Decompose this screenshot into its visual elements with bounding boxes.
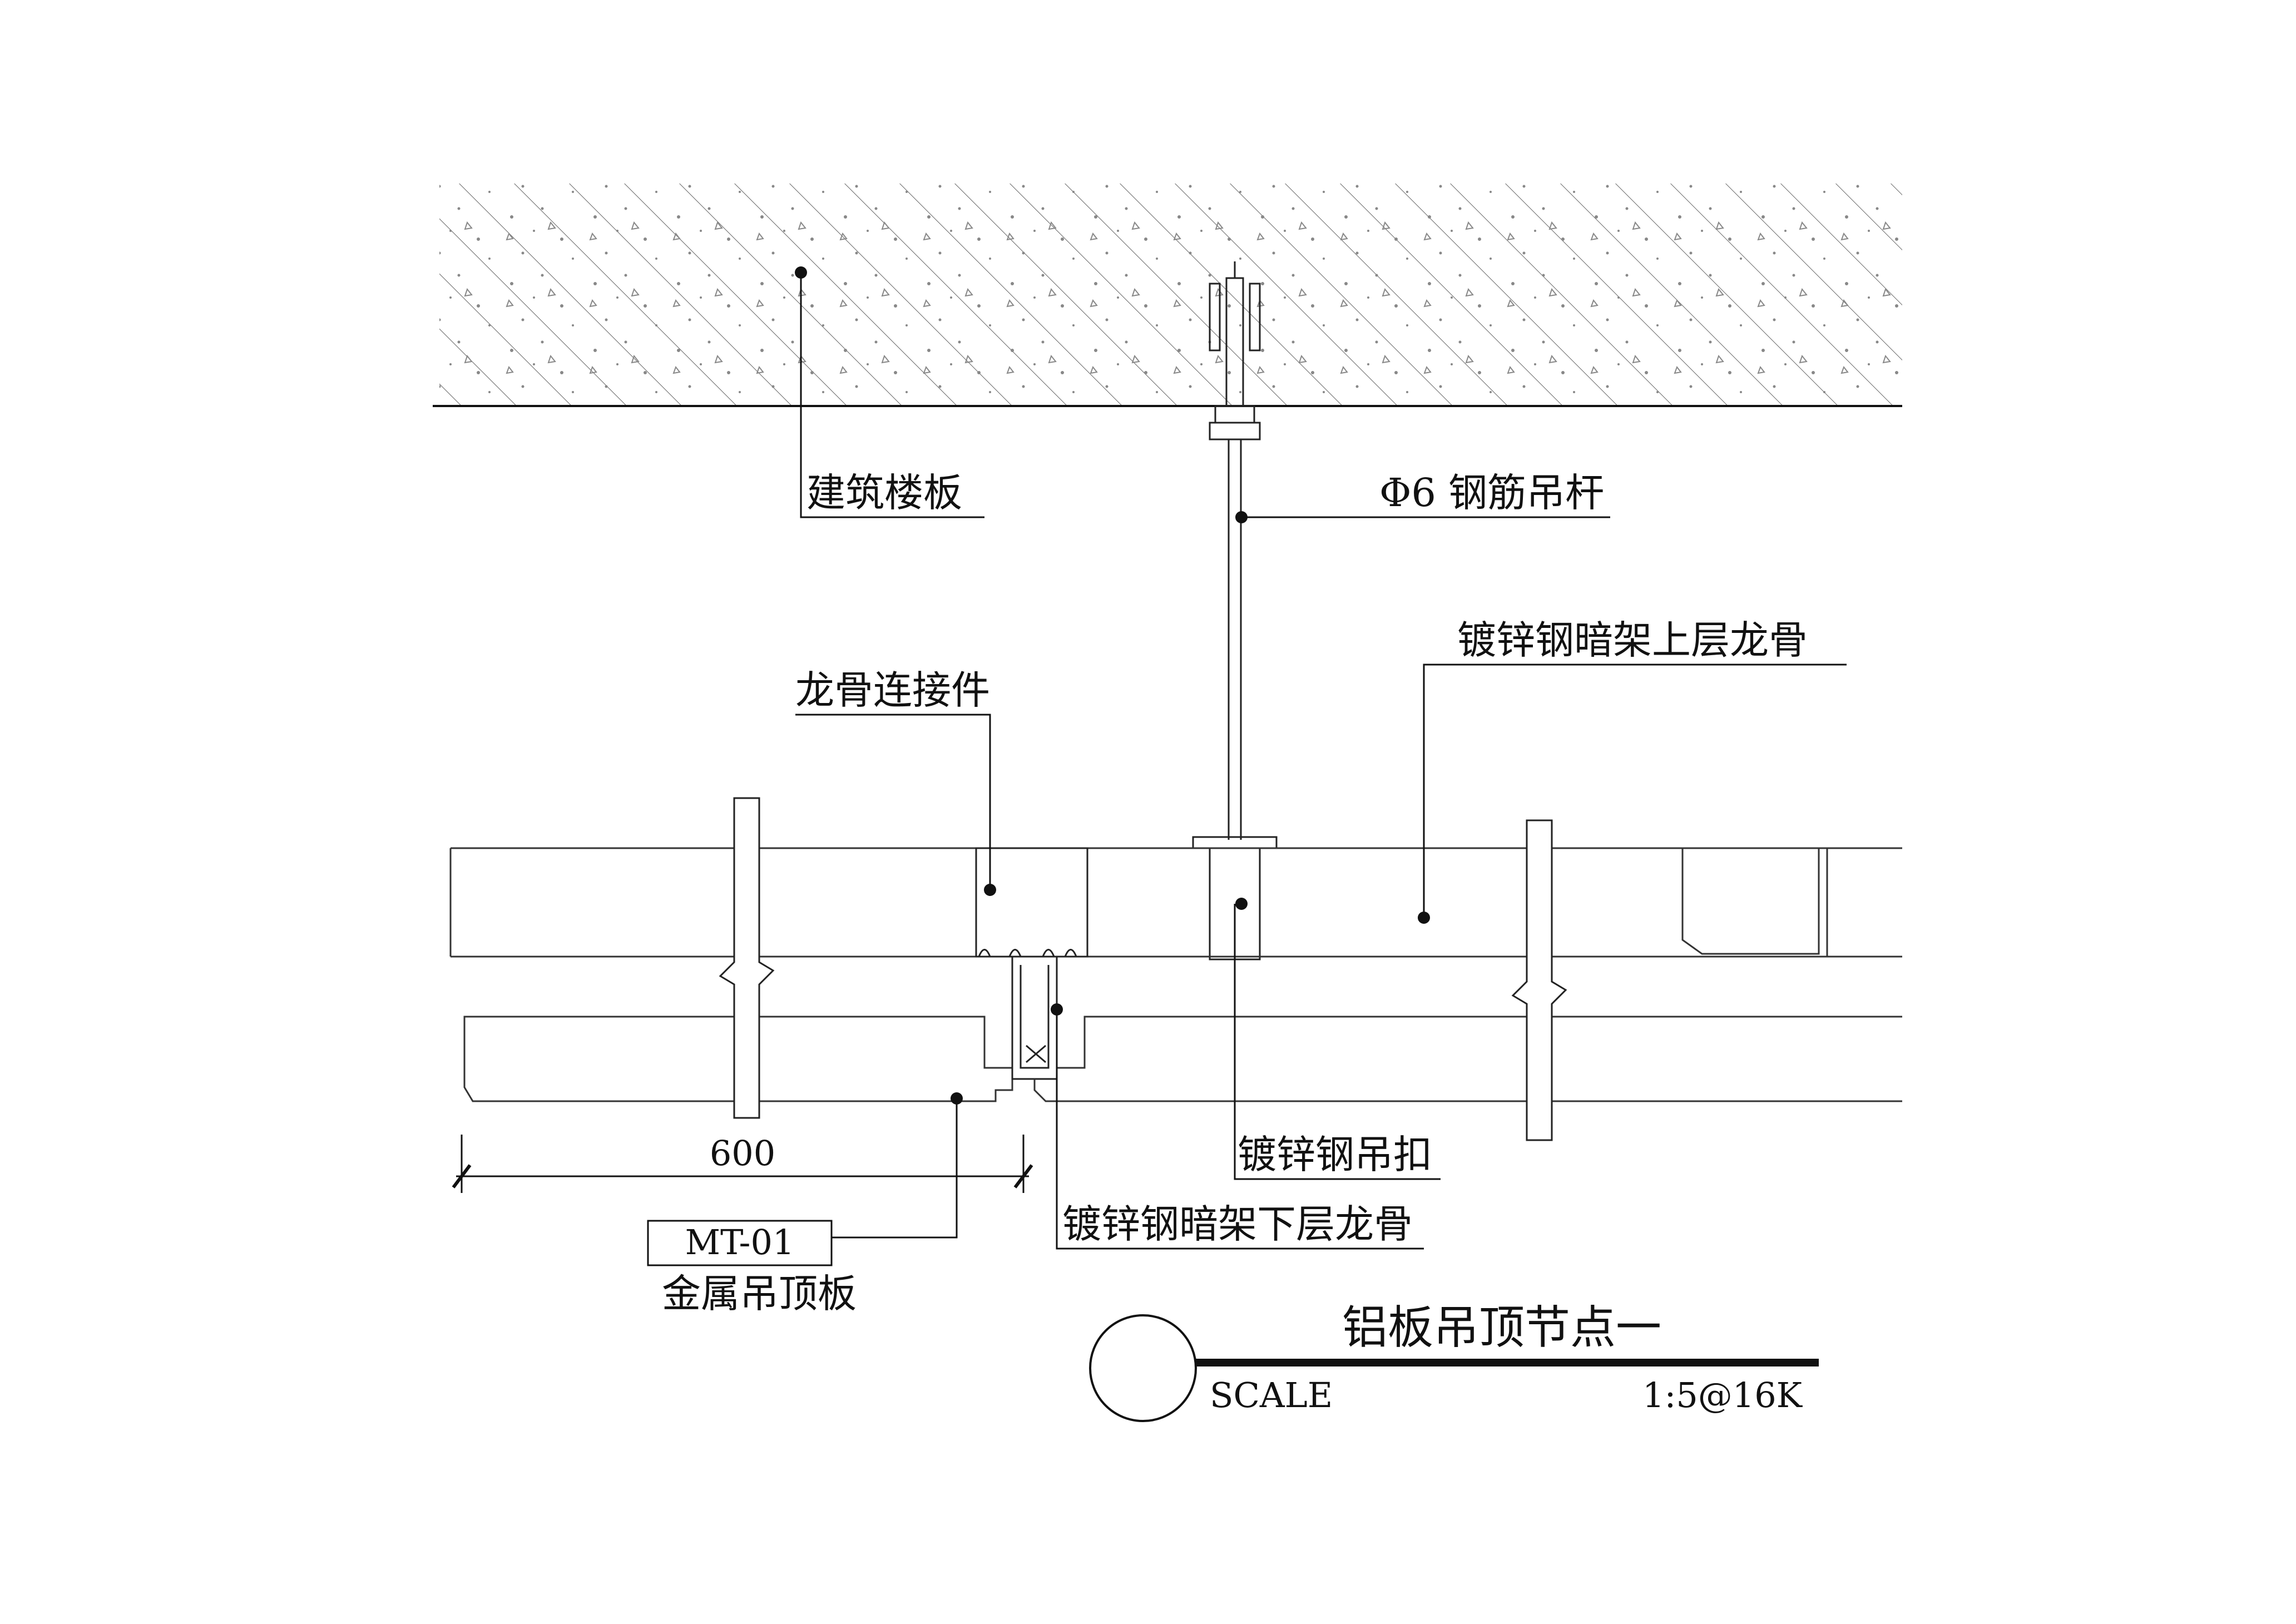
material-tag-text: MT-01 (685, 1222, 795, 1262)
dimension-600 (452, 1135, 1033, 1193)
break-line-right (1511, 819, 1567, 1141)
leader-upper-keel (1423, 664, 1847, 918)
break-line-left (719, 797, 775, 1119)
leader-lines (795, 273, 1847, 1250)
label-slab: 建筑楼板 (806, 470, 962, 516)
title-block (1089, 1314, 1819, 1422)
upper-keel (449, 847, 1902, 958)
leader-lower-keel (1056, 1009, 1424, 1250)
scale-value: 1:5@16K (1642, 1375, 1803, 1415)
scale-label: SCALE (1210, 1375, 1333, 1415)
hanger-rod (1228, 439, 1242, 840)
lower-keel (1011, 957, 1058, 1080)
drawing-title: 铝板吊顶节点一 (1342, 1301, 1661, 1354)
leader-dots (795, 266, 1430, 1105)
leader-slab (800, 273, 984, 518)
label-keel-connector: 龙骨连接件 (795, 667, 990, 713)
label-lower-keel: 镀锌钢暗架下层龙骨 (1062, 1201, 1413, 1247)
label-upper-keel: 镀锌钢暗架上层龙骨 (1457, 617, 1808, 663)
leader-keel-connector (795, 714, 991, 890)
concrete-slab (433, 184, 1902, 407)
leader-panel (832, 1098, 958, 1239)
metal-panel-left (463, 1016, 1013, 1102)
keel-connector (975, 847, 1088, 958)
label-hanger-rod: Φ6 钢筋吊杆 (1379, 470, 1604, 516)
detail-number-circle (1089, 1314, 1197, 1422)
leader-hanger-clip (1234, 904, 1441, 1180)
metal-panel-right (1033, 1016, 1902, 1102)
dimension-text: 600 (710, 1133, 775, 1174)
label-hanger-clip: 镀锌钢吊扣 (1238, 1132, 1432, 1177)
expansion-anchor (1209, 261, 1261, 440)
material-tag-box (647, 1220, 833, 1266)
label-panel: 金属吊顶板 (662, 1271, 857, 1316)
